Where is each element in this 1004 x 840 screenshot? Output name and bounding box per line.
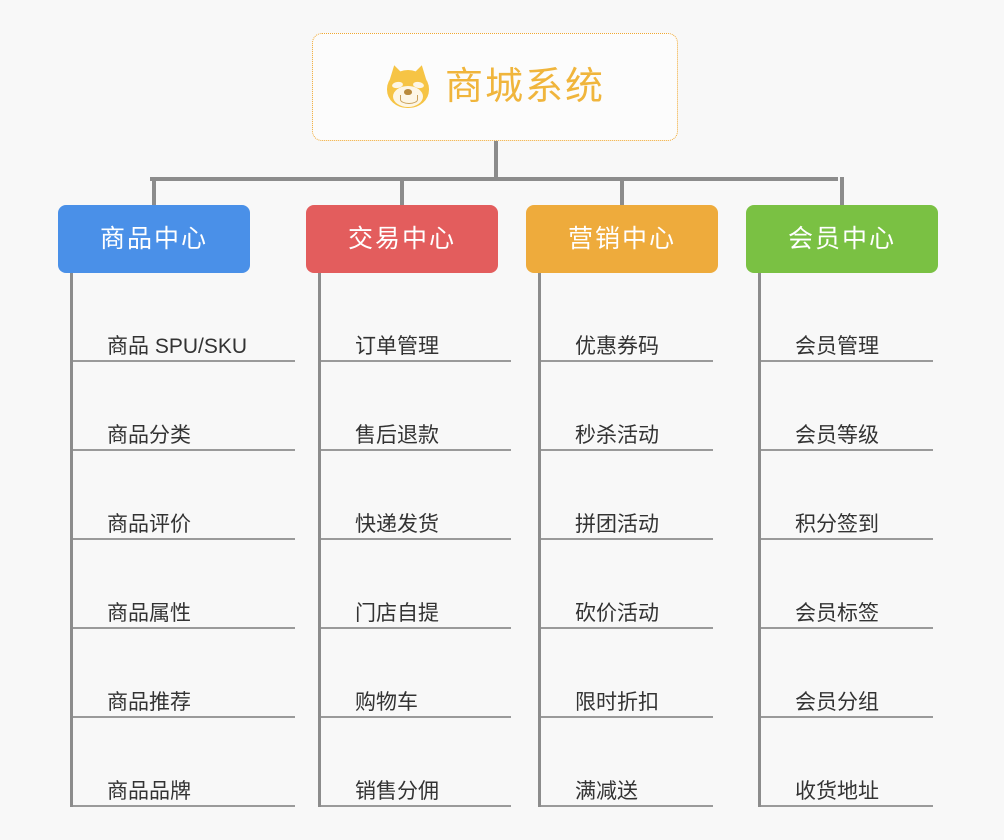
connector-root-stem	[494, 141, 498, 179]
leaf-item-underline	[321, 716, 511, 718]
leaf-item-label: 满减送	[575, 779, 638, 803]
branch-header-label: 会员中心	[787, 224, 896, 253]
branch-product-center: 商品中心商品 SPU/SKU 商品分类商品评价商品属性商品推荐商品品牌	[58, 205, 295, 807]
leaf-item-label: 会员管理	[795, 334, 879, 358]
leaf-item-underline	[73, 538, 295, 540]
leaf-item[interactable]: 订单管理	[321, 273, 498, 362]
leaf-item[interactable]: 快递发货	[321, 451, 498, 540]
leaf-item[interactable]: 秒杀活动	[541, 362, 718, 451]
leaf-item-label: 售后退款	[355, 423, 439, 447]
leaf-item-underline	[73, 805, 295, 807]
leaf-item-underline	[761, 538, 933, 540]
leaf-item[interactable]: 商品推荐	[73, 629, 250, 718]
leaf-item-label: 商品评价	[107, 512, 191, 536]
leaf-item-underline	[761, 449, 933, 451]
connector-drop-trade-center	[400, 177, 404, 205]
branch-item-list-marketing-center: 优惠券码秒杀活动拼团活动砍价活动限时折扣满减送	[538, 273, 718, 807]
leaf-item-label: 订单管理	[355, 334, 439, 358]
leaf-item-label: 拼团活动	[575, 512, 659, 536]
branch-trade-center: 交易中心订单管理售后退款快递发货门店自提购物车销售分佣	[306, 205, 511, 807]
connector-drop-marketing-center	[620, 177, 624, 205]
branch-header-trade-center[interactable]: 交易中心	[306, 205, 498, 273]
leaf-item[interactable]: 会员管理	[761, 273, 938, 362]
branch-header-label: 商品中心	[99, 224, 208, 253]
leaf-item-underline	[761, 627, 933, 629]
leaf-item-underline	[541, 360, 713, 362]
leaf-item[interactable]: 购物车	[321, 629, 498, 718]
leaf-item-label: 商品推荐	[107, 690, 191, 714]
connector-drop-member-center	[840, 177, 844, 205]
leaf-item-underline	[541, 716, 713, 718]
branch-item-list-product-center: 商品 SPU/SKU 商品分类商品评价商品属性商品推荐商品品牌	[70, 273, 295, 807]
leaf-item-underline	[541, 449, 713, 451]
leaf-item[interactable]: 会员分组	[761, 629, 938, 718]
leaf-item-underline	[73, 716, 295, 718]
branch-item-list-member-center: 会员管理会员等级积分签到会员标签会员分组收货地址	[758, 273, 938, 807]
shiba-dog-face-icon	[385, 63, 431, 110]
connector-horizontal-bus	[150, 177, 838, 181]
leaf-item-label: 积分签到	[795, 512, 879, 536]
leaf-item-label: 快递发货	[355, 512, 439, 536]
leaf-item[interactable]: 销售分佣	[321, 718, 498, 807]
leaf-item[interactable]: 砍价活动	[541, 540, 718, 629]
leaf-item-underline	[761, 716, 933, 718]
branch-header-marketing-center[interactable]: 营销中心	[526, 205, 718, 273]
leaf-item-underline	[321, 449, 511, 451]
leaf-item-label: 秒杀活动	[575, 423, 659, 447]
leaf-item-label: 会员等级	[795, 423, 879, 447]
leaf-item[interactable]: 商品属性	[73, 540, 250, 629]
leaf-item[interactable]: 会员标签	[761, 540, 938, 629]
leaf-item[interactable]: 满减送	[541, 718, 718, 807]
leaf-item[interactable]: 商品评价	[73, 451, 250, 540]
leaf-item[interactable]: 积分签到	[761, 451, 938, 540]
branch-member-center: 会员中心会员管理会员等级积分签到会员标签会员分组收货地址	[746, 205, 938, 807]
leaf-item-label: 限时折扣	[575, 690, 659, 714]
leaf-item[interactable]: 拼团活动	[541, 451, 718, 540]
leaf-item[interactable]: 商品分类	[73, 362, 250, 451]
leaf-item-underline	[541, 627, 713, 629]
leaf-item-label: 会员标签	[795, 601, 879, 625]
leaf-item-underline	[321, 538, 511, 540]
leaf-item-underline	[541, 538, 713, 540]
leaf-item-label: 会员分组	[795, 690, 879, 714]
leaf-item-label: 商品分类	[107, 423, 191, 447]
branch-marketing-center: 营销中心优惠券码秒杀活动拼团活动砍价活动限时折扣满减送	[526, 205, 718, 807]
leaf-item[interactable]: 优惠券码	[541, 273, 718, 362]
branch-item-list-trade-center: 订单管理售后退款快递发货门店自提购物车销售分佣	[318, 273, 511, 807]
leaf-item-label: 销售分佣	[355, 779, 439, 803]
branch-header-label: 营销中心	[567, 224, 676, 253]
leaf-item-label: 商品属性	[107, 601, 191, 625]
leaf-item-underline	[541, 805, 713, 807]
leaf-item-underline	[321, 360, 511, 362]
leaf-item-underline	[761, 360, 933, 362]
leaf-item[interactable]: 门店自提	[321, 540, 498, 629]
leaf-item-underline	[73, 449, 295, 451]
root-node[interactable]: 商城系统	[312, 33, 678, 141]
leaf-item[interactable]: 收货地址	[761, 718, 938, 807]
branch-header-label: 交易中心	[347, 224, 456, 253]
connector-drop-product-center	[152, 177, 156, 205]
leaf-item-underline	[761, 805, 933, 807]
leaf-item-label: 优惠券码	[575, 334, 659, 358]
leaf-item-label: 商品 SPU/SKU	[107, 334, 248, 358]
root-title: 商城系统	[444, 66, 605, 108]
leaf-item[interactable]: 限时折扣	[541, 629, 718, 718]
leaf-item-label: 砍价活动	[575, 601, 659, 625]
leaf-item-underline	[321, 627, 511, 629]
branch-header-product-center[interactable]: 商品中心	[58, 205, 250, 273]
leaf-item-label: 购物车	[355, 690, 418, 714]
leaf-item-label: 收货地址	[795, 779, 879, 803]
leaf-item[interactable]: 商品 SPU/SKU	[73, 273, 250, 362]
leaf-item[interactable]: 商品品牌	[73, 718, 250, 807]
branch-header-member-center[interactable]: 会员中心	[746, 205, 938, 273]
leaf-item[interactable]: 售后退款	[321, 362, 498, 451]
leaf-item-underline	[321, 805, 511, 807]
leaf-item-underline	[73, 360, 295, 362]
leaf-item-underline	[73, 627, 295, 629]
leaf-item-label: 门店自提	[355, 601, 439, 625]
leaf-item[interactable]: 会员等级	[761, 362, 938, 451]
leaf-item-label: 商品品牌	[107, 779, 191, 803]
